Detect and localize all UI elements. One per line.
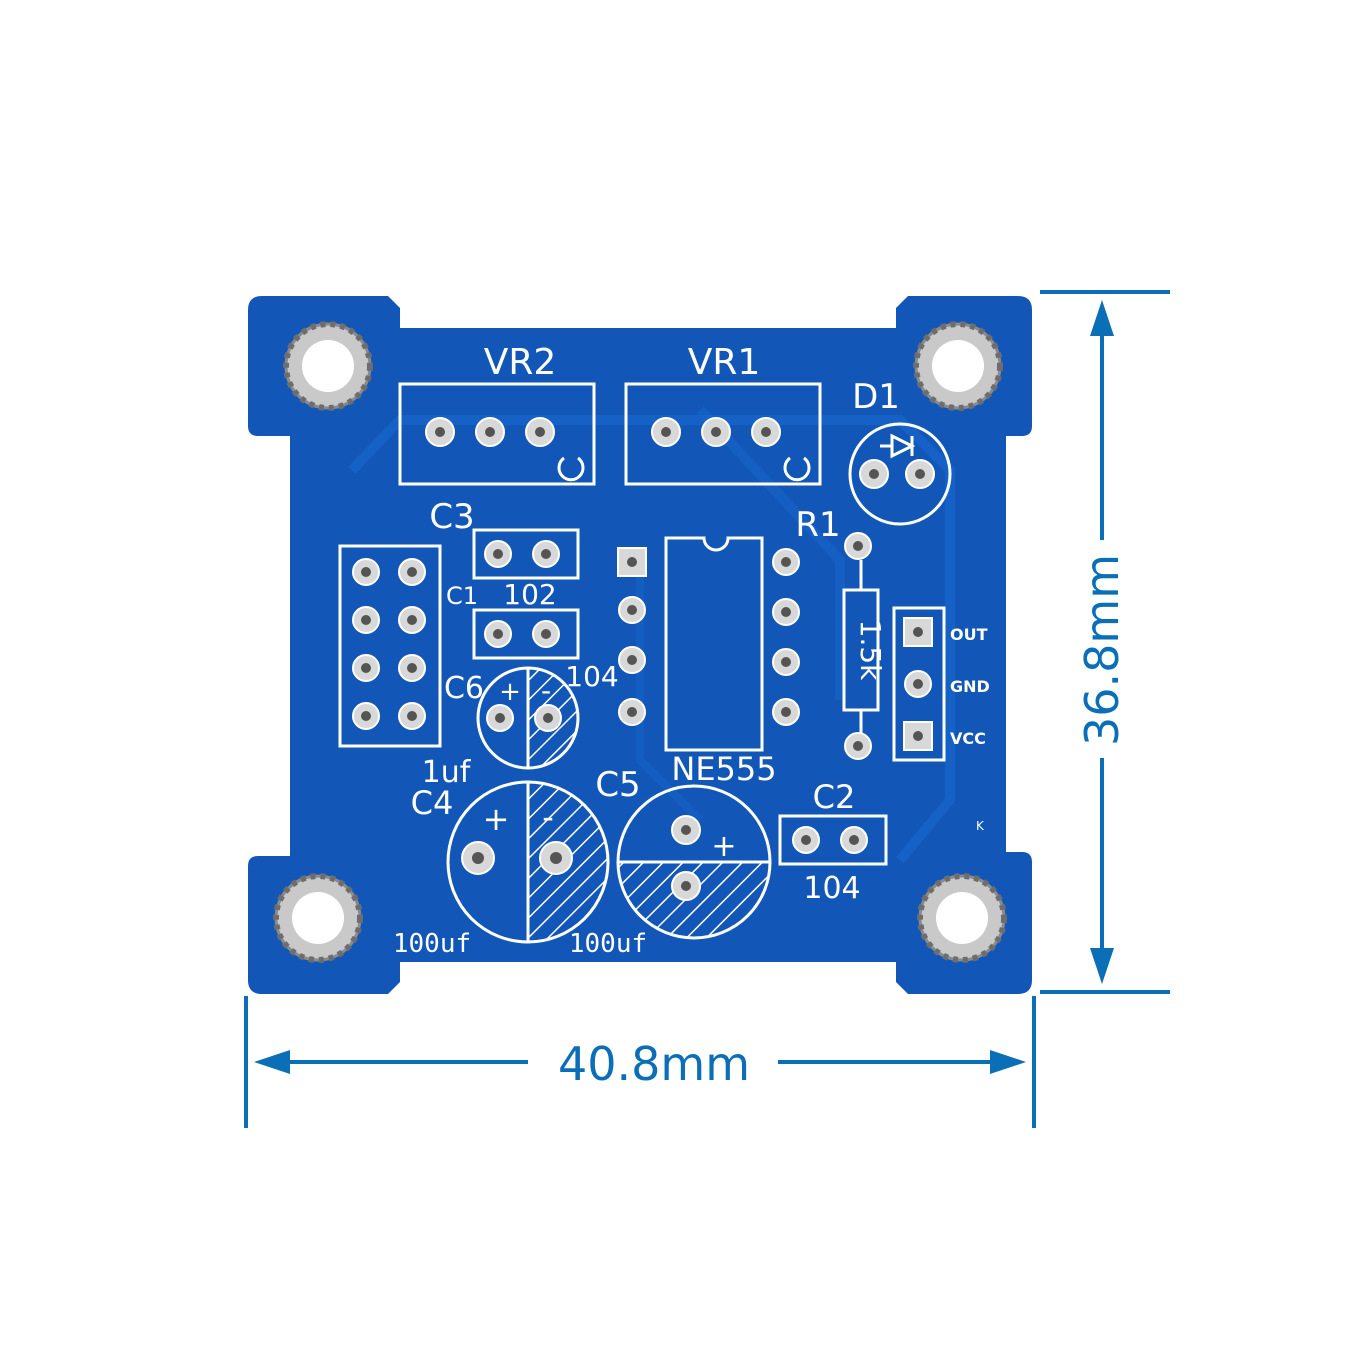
mounting-hole-top-left — [283, 321, 373, 411]
label-104-a: 104 — [565, 660, 618, 693]
mounting-hole-bottom-left — [273, 873, 363, 963]
label-vr2: VR2 — [484, 342, 557, 383]
c1-outline — [472, 608, 580, 660]
header-outline — [338, 544, 442, 748]
mounting-hole-bottom-right — [917, 873, 1007, 963]
label-c4-value: 100uf — [393, 929, 471, 959]
pads — [352, 417, 935, 901]
arrow-up-icon — [1090, 300, 1114, 336]
mounting-holes — [273, 321, 1007, 963]
label-c1-value: 102 — [503, 578, 556, 611]
vr2-outline — [398, 382, 596, 486]
diode-symbol-icon — [880, 433, 916, 459]
label-c6: C6 — [444, 671, 484, 706]
c3-outline — [472, 528, 580, 580]
label-c5: C5 — [595, 765, 640, 805]
label-vcc: VCC — [950, 729, 986, 748]
label-r1-value: 1.5k — [854, 620, 887, 682]
label-c1: C1 — [446, 582, 478, 610]
label-r1: R1 — [795, 505, 840, 545]
dimension-annotations — [244, 290, 1170, 1128]
label-c4: C4 — [411, 784, 454, 822]
label-k: K — [976, 819, 985, 833]
pcb-board — [248, 296, 1032, 994]
vr1-outline — [624, 382, 822, 486]
width-dimension-label: 40.8mm — [558, 1037, 750, 1091]
c5-plus-sign: + — [711, 829, 736, 864]
silkscreen-labels: VR2 VR1 D1 C3 R1 C1 102 C6 + - 104 1uf C… — [393, 342, 990, 959]
height-dimension-label: 36.8mm — [1075, 554, 1129, 746]
arrow-right-icon — [990, 1050, 1026, 1074]
arrow-left-icon — [254, 1050, 290, 1074]
c6-minus-sign: - — [541, 674, 551, 707]
label-c2: C2 — [813, 778, 856, 816]
label-c5-value: 100uf — [569, 929, 647, 959]
d1-outline — [848, 422, 952, 526]
label-c6-value: 1uf — [422, 755, 472, 790]
label-c2-value: 104 — [803, 871, 860, 906]
vr1-notch — [783, 456, 811, 482]
board-substrate — [248, 296, 1032, 994]
arrow-down-icon — [1090, 948, 1114, 984]
c4-plus-sign: + — [483, 800, 510, 838]
c4-minus-sign: - — [542, 798, 554, 836]
vr2-notch — [557, 456, 585, 482]
mounting-hole-top-right — [913, 321, 1003, 411]
ic-outline — [664, 536, 764, 752]
label-vr1: VR1 — [688, 342, 761, 383]
label-gnd: GND — [950, 677, 990, 696]
label-out: OUT — [950, 625, 988, 644]
c2-outline — [778, 814, 888, 866]
label-c3: C3 — [429, 497, 474, 537]
io-header-outline — [892, 606, 946, 762]
label-ic: NE555 — [671, 750, 776, 788]
label-d1: D1 — [852, 377, 900, 417]
c6-plus-sign: + — [499, 677, 521, 707]
